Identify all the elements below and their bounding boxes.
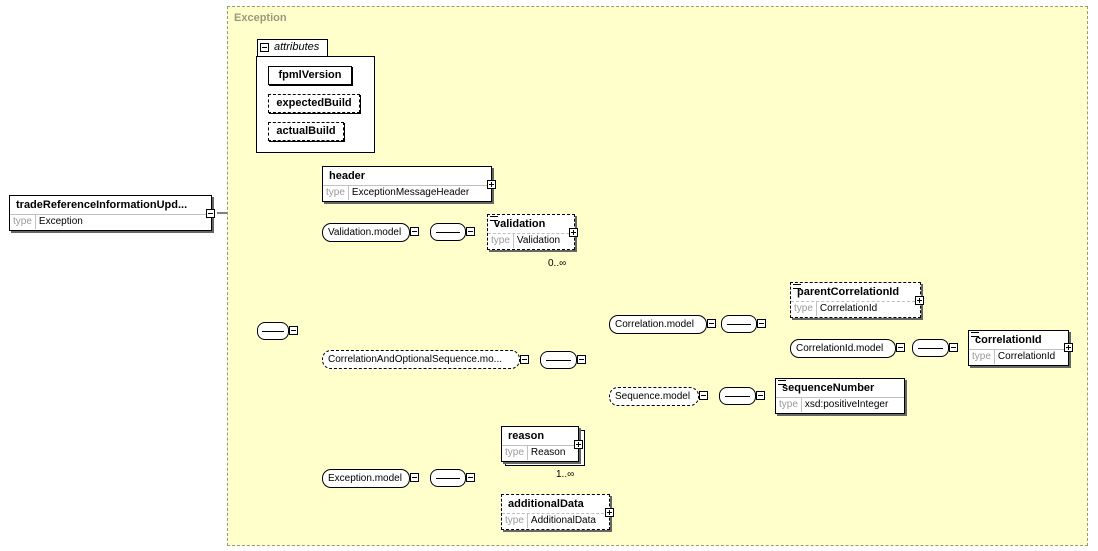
exception-model-collapse-icon[interactable] — [410, 473, 419, 482]
type-key: type — [791, 302, 817, 316]
correlation-id-name: correlationId — [975, 334, 1042, 346]
sequence-number-type: xsd:positiveInteger — [804, 399, 889, 410]
documentation-icon — [778, 380, 786, 385]
type-key: type — [969, 350, 995, 364]
attribute-actualbuild[interactable]: actualBuild — [268, 122, 344, 141]
root-element-name: tradeReferenceInformationUpd... — [16, 199, 188, 211]
exception-model-sequence-collapse-icon[interactable] — [466, 473, 475, 482]
correlation-id-sequence — [912, 339, 949, 357]
attribute-expectedbuild[interactable]: expectedBuild — [268, 94, 360, 113]
validation-sequence-collapse-icon[interactable] — [466, 227, 475, 236]
type-key: type — [502, 514, 528, 528]
attributes-collapse-icon[interactable] — [260, 43, 269, 52]
correlation-sequence-collapse-icon[interactable] — [577, 355, 586, 364]
sequence-collapse-icon[interactable] — [289, 326, 298, 335]
region-title: Exception — [234, 12, 287, 24]
reason-type: Reason — [530, 447, 566, 458]
correlation-model-collapse-icon[interactable] — [707, 319, 716, 328]
correlation-model-sequence — [721, 315, 757, 333]
attributes-tab: attributes — [257, 39, 328, 57]
correlation-sequence — [540, 351, 577, 369]
correlation-model-group[interactable]: Correlation.model — [609, 315, 707, 334]
documentation-icon — [793, 284, 801, 289]
exception-model-sequence — [430, 469, 466, 487]
documentation-icon — [971, 332, 979, 337]
parent-correlation-id-type: CorrelationId — [819, 303, 878, 314]
correlation-id-sequence-collapse-icon[interactable] — [949, 343, 958, 352]
reason-cardinality: 1..∞ — [556, 469, 575, 480]
correlation-model-sequence-collapse-icon[interactable] — [757, 319, 766, 328]
type-key: type — [323, 186, 349, 200]
sequence-model-sequence-collapse-icon[interactable] — [756, 391, 765, 400]
collapse-icon[interactable] — [206, 209, 215, 218]
type-key: type — [776, 398, 802, 412]
validation-name: validation — [494, 218, 546, 230]
header-type: ExceptionMessageHeader — [351, 187, 470, 198]
reason-expand-icon[interactable] — [574, 440, 583, 449]
attributes-label: attributes — [274, 41, 320, 53]
attribute-fpmlversion[interactable]: fpmlVersion — [268, 66, 352, 85]
additional-data-expand-icon[interactable] — [605, 508, 614, 517]
additional-data-type: AdditionalData — [530, 515, 596, 526]
root-element-type: Exception — [38, 216, 83, 227]
validation-sequence — [430, 223, 466, 241]
sequence-compositor — [257, 322, 289, 340]
correlation-id-model-group[interactable]: CorrelationId.model — [790, 339, 896, 358]
exception-model-group[interactable]: Exception.model — [322, 469, 410, 488]
sequence-number-name: sequenceNumber — [782, 382, 875, 394]
header-expand-icon[interactable] — [487, 180, 496, 189]
parent-correlation-id-expand-icon[interactable] — [915, 296, 924, 305]
correlation-id-type: CorrelationId — [997, 351, 1056, 362]
parent-correlation-id-name: parentCorrelationId — [797, 286, 900, 298]
sequence-model-collapse-icon[interactable] — [699, 391, 708, 400]
additional-data-name: additionalData — [508, 498, 584, 510]
type-key: type — [502, 446, 528, 460]
validation-type: Validation — [516, 235, 561, 246]
correlation-optional-sequence-collapse-icon[interactable] — [520, 355, 529, 364]
header-name: header — [329, 170, 366, 182]
correlation-optional-sequence-group[interactable]: CorrelationAndOptionalSequence.mo... — [322, 350, 520, 369]
correlation-id-expand-icon[interactable] — [1064, 343, 1073, 352]
type-key: type — [488, 234, 514, 248]
validation-cardinality: 0..∞ — [548, 258, 567, 269]
validation-model-group[interactable]: Validation.model — [322, 223, 410, 242]
validation-model-collapse-icon[interactable] — [410, 227, 419, 236]
reason-name: reason — [508, 430, 545, 442]
sequence-model-group[interactable]: Sequence.model — [609, 387, 699, 406]
correlation-id-model-collapse-icon[interactable] — [896, 343, 905, 352]
sequence-model-sequence — [719, 387, 756, 405]
type-key: type — [10, 215, 36, 229]
documentation-icon — [490, 216, 498, 221]
validation-expand-icon[interactable] — [569, 228, 578, 237]
